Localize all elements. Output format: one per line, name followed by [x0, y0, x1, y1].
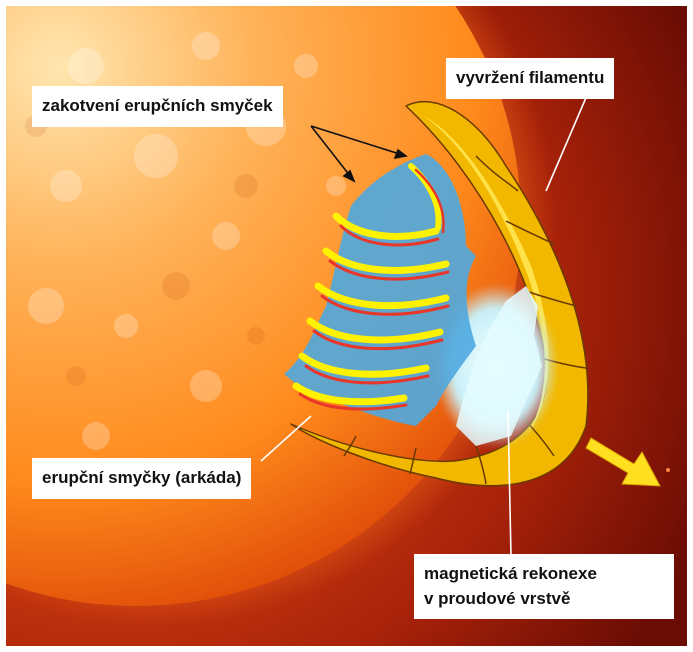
label-footpoints: zakotvení erupčních smyček: [32, 86, 283, 127]
label-filament-eruption: vyvržení filamentu: [446, 58, 614, 99]
label-flare-arcade: erupční smyčky (arkáda): [32, 458, 251, 499]
diagram-scene: zakotvení erupčních smyček vyvržení fila…: [6, 6, 687, 646]
label-magnetic-reconnection: magnetická rekonexe v proudové vrstvě: [414, 554, 674, 619]
label-reconnection-line2: v proudové vrstvě: [424, 587, 664, 612]
spark: [666, 468, 670, 472]
label-reconnection-line1: magnetická rekonexe: [424, 562, 664, 587]
